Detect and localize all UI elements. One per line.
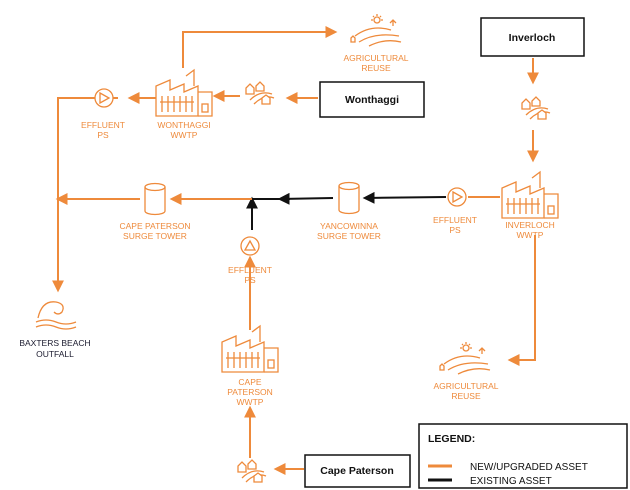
legend-title: LEGEND: — [428, 433, 475, 445]
label-baxters-outfall: BAXTERS BEACH OUTFALL — [19, 338, 90, 359]
label-inverloch-wwtp: INVERLOCH WWTP — [505, 220, 555, 240]
pipe-inverloch-to-agri-reuse — [507, 235, 536, 366]
svg-text:CAPE PATERSON: CAPE PATERSON — [119, 221, 190, 231]
svg-text:BAXTERS BEACH: BAXTERS BEACH — [19, 338, 90, 348]
label-wonthaggi-wwtp: WONTHAGGI WWTP — [157, 120, 210, 140]
svg-text:PS: PS — [97, 130, 109, 140]
svg-text:WWTP: WWTP — [171, 130, 198, 140]
svg-text:YANCOWINNA: YANCOWINNA — [320, 221, 378, 231]
label-effluent-ps-inverloch: EFFLUENT PS — [433, 215, 477, 235]
svg-text:SURGE TOWER: SURGE TOWER — [123, 231, 187, 241]
legend-label-existing: EXISTING ASSET — [470, 476, 552, 487]
label-effluent-ps-wonthaggi: EFFLUENT PS — [81, 120, 125, 140]
pipe-wonthaggi-to-agri-reuse — [182, 26, 338, 68]
surge-tower-icon — [338, 181, 360, 215]
town-icon — [237, 459, 267, 483]
pipe-existing-ps-to-yancowinna — [362, 191, 447, 204]
label-yancowinna-surge: YANCOWINNA SURGE TOWER — [317, 221, 381, 241]
source-label-wonthaggi: Wonthaggi — [345, 94, 399, 106]
svg-text:WWTP: WWTP — [237, 397, 264, 407]
pump-icon — [94, 88, 114, 108]
label-effluent-ps-mid: EFFLUENT PS — [228, 265, 272, 285]
svg-text:EFFLUENT: EFFLUENT — [433, 215, 477, 225]
svg-text:WWTP: WWTP — [517, 230, 544, 240]
ocean-wave-icon — [35, 301, 77, 330]
svg-text:EFFLUENT: EFFLUENT — [81, 120, 125, 130]
farm-icon — [439, 341, 491, 375]
legend-box — [418, 423, 628, 489]
svg-text:AGRICULTURAL: AGRICULTURAL — [343, 53, 408, 63]
svg-text:INVERLOCH: INVERLOCH — [505, 220, 555, 230]
source-box-wonthaggi: Wonthaggi — [319, 81, 425, 118]
farm-icon — [350, 13, 402, 47]
pump-icon — [447, 187, 467, 207]
town-icon — [521, 96, 551, 120]
source-label-cape-paterson: Cape Paterson — [320, 465, 394, 477]
source-box-cape-paterson: Cape Paterson — [304, 454, 411, 488]
source-label-inverloch: Inverloch — [509, 32, 556, 44]
treatment-plant-icon — [155, 69, 213, 117]
svg-text:EFFLUENT: EFFLUENT — [228, 265, 272, 275]
pump-icon — [240, 236, 260, 256]
svg-text:AGRICULTURAL: AGRICULTURAL — [433, 381, 498, 391]
svg-text:PATERSON: PATERSON — [227, 387, 273, 397]
svg-text:WONTHAGGI: WONTHAGGI — [157, 120, 210, 130]
svg-text:REUSE: REUSE — [361, 63, 391, 73]
svg-text:PS: PS — [244, 275, 256, 285]
svg-text:REUSE: REUSE — [451, 391, 481, 401]
label-cape-paterson-wwtp: CAPE PATERSON WWTP — [227, 377, 273, 407]
svg-text:SURGE TOWER: SURGE TOWER — [317, 231, 381, 241]
source-box-inverloch: Inverloch — [480, 17, 585, 57]
legend-label-new: NEW/UPGRADED ASSET — [470, 462, 588, 473]
treatment-plant-icon — [221, 325, 279, 373]
treatment-plant-icon — [501, 171, 559, 219]
svg-text:OUTFALL: OUTFALL — [36, 349, 74, 359]
svg-text:CAPE: CAPE — [238, 377, 261, 387]
label-cape-paterson-surge: CAPE PATERSON SURGE TOWER — [119, 221, 190, 241]
label-agri-reuse-top: AGRICULTURAL REUSE — [343, 53, 408, 73]
legend: LEGEND: NEW/UPGRADED ASSET EXISTING ASSE… — [418, 423, 628, 489]
svg-text:PS: PS — [449, 225, 461, 235]
town-icon — [245, 81, 275, 105]
surge-tower-icon — [144, 182, 166, 216]
label-agri-reuse-bottom: AGRICULTURAL REUSE — [433, 381, 498, 401]
